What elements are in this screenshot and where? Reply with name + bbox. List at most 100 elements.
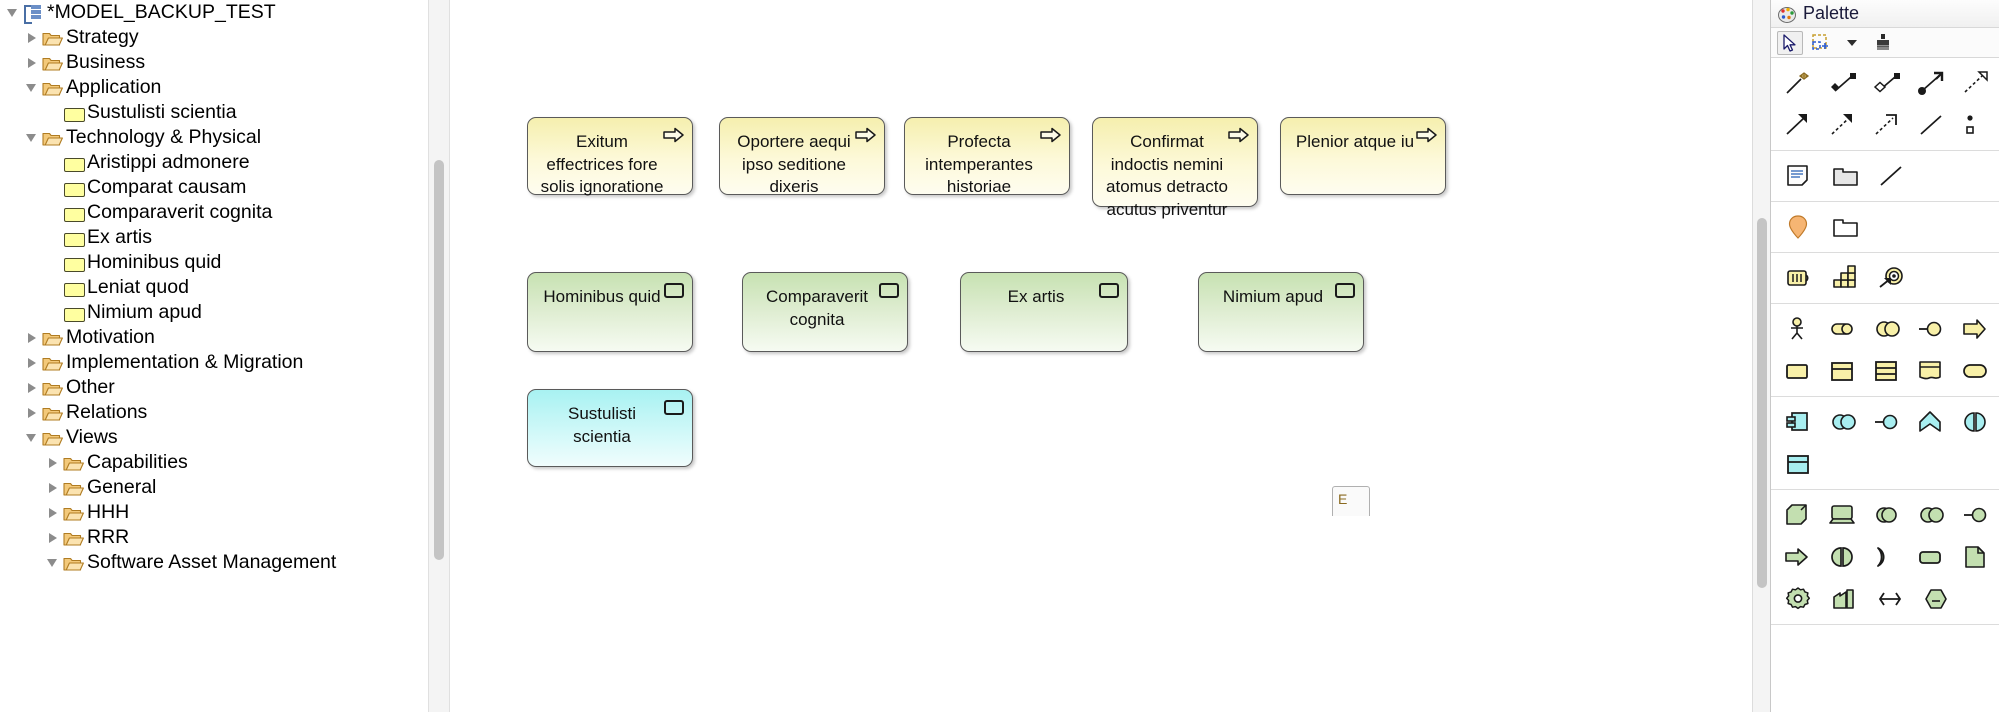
diagram-node-confirmat-indoctis-nemini-atomus-detracto-acutus-priventur[interactable]: Confirmat indoctis nemini atomus detract…	[1092, 117, 1258, 219]
tree-item-implementation-migration[interactable]: Implementation & Migration	[0, 350, 428, 375]
twisty-collapsed-icon[interactable]	[46, 475, 62, 500]
technology-collaboration-icon[interactable]	[1910, 494, 1954, 536]
application-collaboration-icon[interactable]	[1821, 401, 1865, 443]
tree-item-other[interactable]: Other	[0, 375, 428, 400]
technology-process-icon[interactable]	[1777, 536, 1821, 578]
equipment-icon[interactable]	[1777, 578, 1823, 620]
marquee-select-button[interactable]	[1808, 31, 1834, 55]
connection-line-icon[interactable]	[1869, 155, 1915, 197]
twisty-expanded-icon[interactable]	[25, 75, 41, 100]
twisty-collapsed-icon[interactable]	[46, 525, 62, 550]
model-tree-scroll-thumb[interactable]	[434, 160, 444, 560]
association-relation-icon[interactable]	[1910, 104, 1954, 146]
serving-relation-icon[interactable]	[1777, 104, 1821, 146]
twisty-collapsed-icon[interactable]	[25, 350, 41, 375]
diagram-node-ex-artis[interactable]: Ex artis	[960, 272, 1128, 352]
tree-item-relations[interactable]: Relations	[0, 400, 428, 425]
business-process-icon[interactable]	[1955, 308, 1999, 350]
node-icon[interactable]	[1777, 494, 1821, 536]
diagram-node-nimium-apud[interactable]: Nimium apud	[1198, 272, 1364, 352]
tree-item-model-backup-test[interactable]: *MODEL_BACKUP_TEST	[0, 0, 428, 25]
magic-connector-icon[interactable]	[1777, 62, 1821, 104]
grouping-icon[interactable]	[1823, 206, 1869, 248]
tree-item-comparaverit-cognita[interactable]: Comparaverit cognita	[0, 200, 428, 225]
junction-icon[interactable]	[1955, 104, 1999, 146]
format-painter-button[interactable]	[1870, 31, 1896, 55]
technology-interaction-icon[interactable]	[1866, 536, 1910, 578]
tree-item-sustulisti-scientia[interactable]: Sustulisti scientia	[0, 100, 428, 125]
tree-item-views[interactable]: Views	[0, 425, 428, 450]
tree-item-technology-physical[interactable]: Technology & Physical	[0, 125, 428, 150]
twisty-expanded-icon[interactable]	[25, 125, 41, 150]
canvas-scroll-thumb[interactable]	[1757, 218, 1767, 588]
tree-item-rrr[interactable]: RRR	[0, 525, 428, 550]
tree-item-hominibus-quid[interactable]: Hominibus quid	[0, 250, 428, 275]
artifact-icon[interactable]	[1955, 536, 1999, 578]
canvas-vertical-scrollbar[interactable]	[1752, 0, 1770, 712]
composition-relation-icon[interactable]	[1821, 62, 1865, 104]
technology-service-icon[interactable]	[1910, 536, 1954, 578]
twisty-collapsed-icon[interactable]	[25, 400, 41, 425]
twisty-collapsed-icon[interactable]	[25, 325, 41, 350]
diagram-node-profecta-intemperantes-historiae[interactable]: Profecta intemperantes historiae	[904, 117, 1070, 196]
tree-item-general[interactable]: General	[0, 475, 428, 500]
diagram-canvas[interactable]: Exitum effectrices fore solis ignoration…	[452, 0, 1752, 712]
technology-interface-icon[interactable]	[1955, 494, 1999, 536]
tree-item-capabilities[interactable]: Capabilities	[0, 450, 428, 475]
business-product-icon[interactable]	[1866, 350, 1910, 392]
tree-item-software-asset-management[interactable]: Software Asset Management	[0, 550, 428, 575]
system-software-icon[interactable]	[1866, 494, 1910, 536]
twisty-collapsed-icon[interactable]	[46, 500, 62, 525]
note-icon[interactable]	[1777, 155, 1823, 197]
resource-icon[interactable]	[1777, 257, 1823, 299]
business-actor-icon[interactable]	[1777, 308, 1821, 350]
palette-panel[interactable]: Palette	[1770, 0, 1999, 712]
business-contract-icon[interactable]	[1821, 350, 1865, 392]
diagram-node-sustulisti-scientia[interactable]: Sustulisti scientia	[527, 389, 693, 467]
data-object-icon[interactable]	[1777, 443, 1823, 485]
business-object-icon[interactable]	[1777, 350, 1821, 392]
palette-body[interactable]	[1771, 58, 1999, 625]
diagram-node-hominibus-quid[interactable]: Hominibus quid	[527, 272, 693, 352]
tree-item-nimium-apud[interactable]: Nimium apud	[0, 300, 428, 325]
twisty-collapsed-icon[interactable]	[25, 25, 41, 50]
diagram-node-oportere-aequi-ipso-seditione-dixeris[interactable]: Oportere aequi ipso seditione dixeris	[719, 117, 885, 196]
twisty-collapsed-icon[interactable]	[25, 375, 41, 400]
tree-item-comparat-causam[interactable]: Comparat causam	[0, 175, 428, 200]
tree-item-aristippi-admonere[interactable]: Aristippi admonere	[0, 150, 428, 175]
assignment-relation-icon[interactable]	[1910, 62, 1954, 104]
device-icon[interactable]	[1821, 494, 1865, 536]
tree-item-motivation[interactable]: Motivation	[0, 325, 428, 350]
twisty-expanded-icon[interactable]	[6, 0, 22, 25]
business-interface-icon[interactable]	[1910, 308, 1954, 350]
diagram-node-comparaverit-cognita[interactable]: Comparaverit cognita	[742, 272, 908, 352]
realization-relation-icon[interactable]	[1955, 62, 1999, 104]
tree-item-ex-artis[interactable]: Ex artis	[0, 225, 428, 250]
influence-relation-icon[interactable]	[1866, 104, 1910, 146]
twisty-expanded-icon[interactable]	[46, 550, 62, 575]
canvas-bottom-tab[interactable]: E	[1332, 486, 1370, 516]
business-service-icon[interactable]	[1955, 350, 1999, 392]
tree-item-strategy[interactable]: Strategy	[0, 25, 428, 50]
palette-toolbar[interactable]	[1771, 28, 1999, 58]
application-function-icon[interactable]	[1910, 401, 1954, 443]
select-tool-button[interactable]	[1777, 30, 1803, 55]
business-collaboration-icon[interactable]	[1866, 308, 1910, 350]
application-component-icon[interactable]	[1777, 401, 1821, 443]
tree-item-business[interactable]: Business	[0, 50, 428, 75]
tree-item-hhh[interactable]: HHH	[0, 500, 428, 525]
group-icon[interactable]	[1823, 155, 1869, 197]
aggregation-relation-icon[interactable]	[1866, 62, 1910, 104]
representation-icon[interactable]	[1910, 350, 1954, 392]
twisty-expanded-icon[interactable]	[25, 425, 41, 450]
tree-item-application[interactable]: Application	[0, 75, 428, 100]
diagram-node-plenior-atque-iu[interactable]: Plenior atque iu	[1280, 117, 1446, 195]
distribution-network-icon[interactable]	[1869, 578, 1915, 620]
diagram-node-exitum-effectrices-fore-solis-ignoratione[interactable]: Exitum effectrices fore solis ignoration…	[527, 117, 693, 196]
access-relation-icon[interactable]	[1821, 104, 1865, 146]
tree-item-leniat-quod[interactable]: Leniat quod	[0, 275, 428, 300]
application-interface-icon[interactable]	[1866, 401, 1910, 443]
location-pin-icon[interactable]	[1777, 206, 1823, 248]
course-of-action-icon[interactable]	[1869, 257, 1915, 299]
